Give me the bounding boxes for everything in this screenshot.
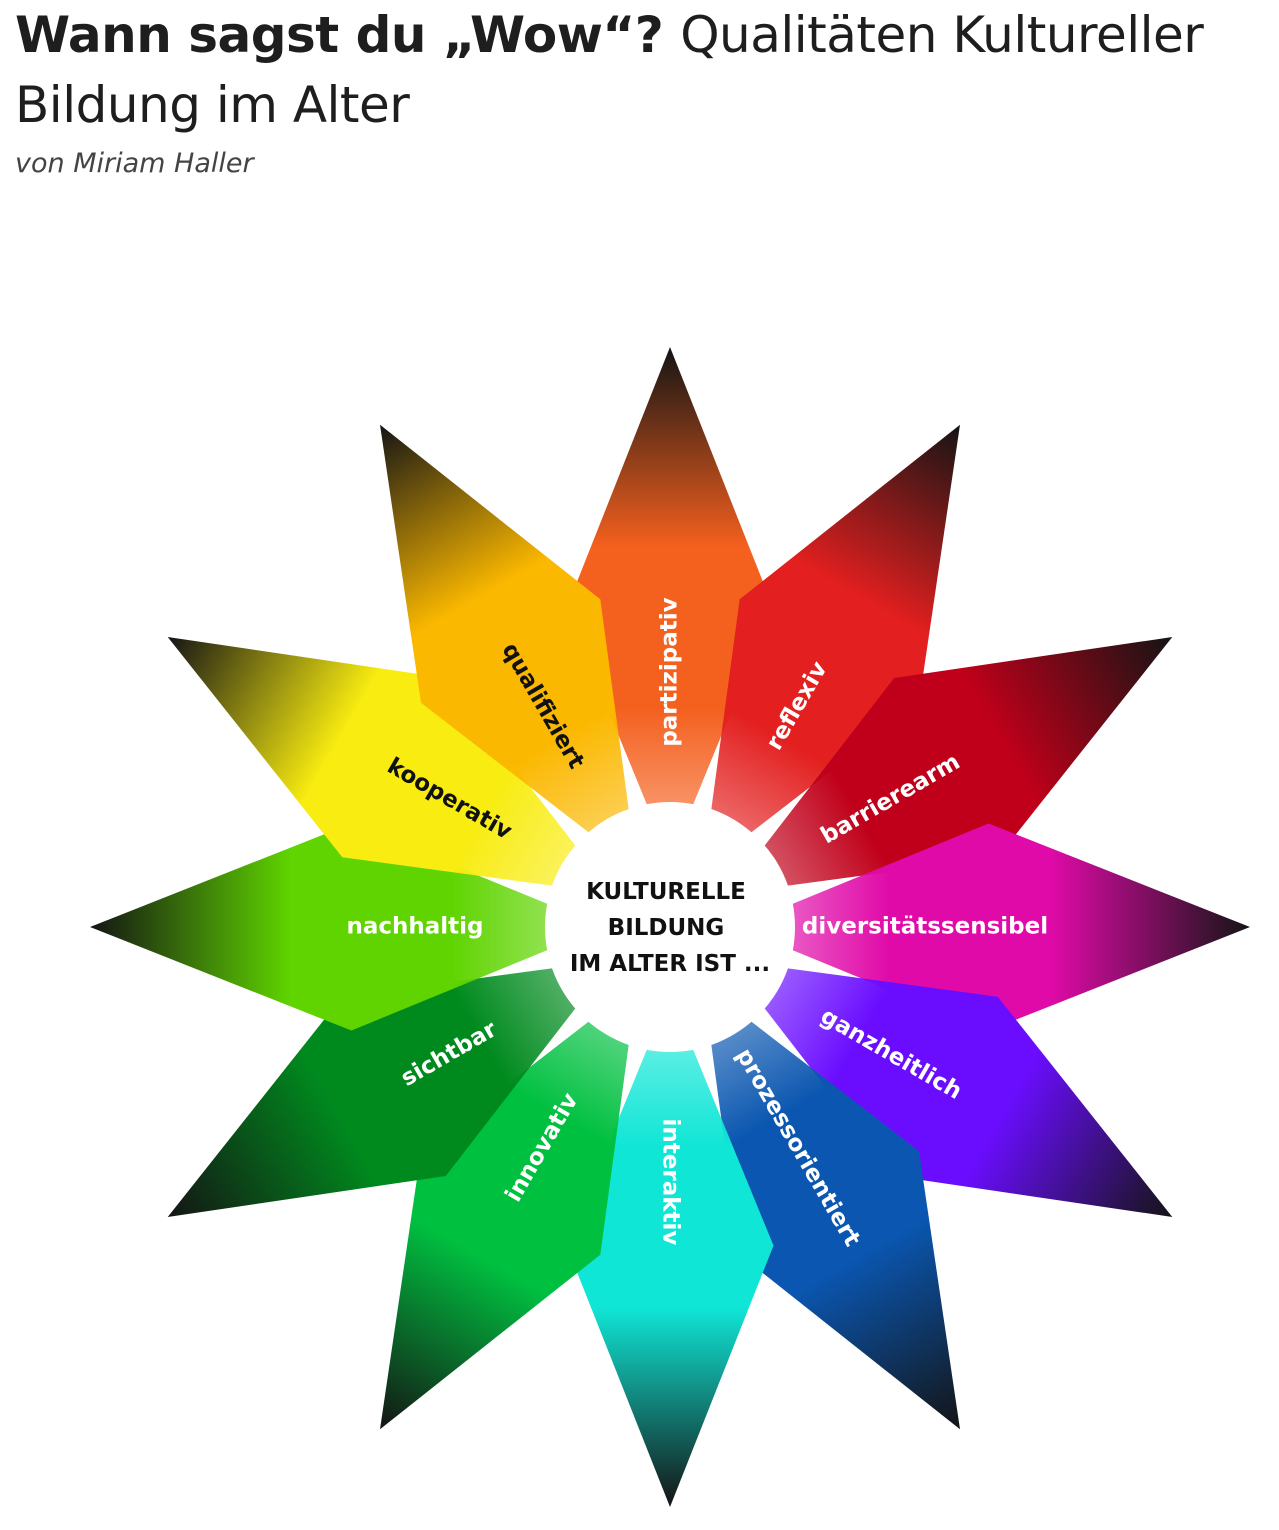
article-header: Wann sagst du „Wow“? Qualitäten Kulturel… xyxy=(15,0,1265,179)
author-byline: von Miriam Haller xyxy=(15,148,254,179)
ray-label-diversitätssensibel: diversitätssensibel xyxy=(802,914,1048,940)
center-line-1: KULTURELLE xyxy=(586,879,746,905)
ray-partizipativ xyxy=(566,347,774,848)
ray-ganzheitlich xyxy=(736,962,1173,1217)
ray-label-interaktiv: interaktiv xyxy=(658,1119,684,1246)
ray-diversitätssensibel xyxy=(749,823,1250,1031)
ray-reflexiv xyxy=(705,424,960,861)
ray-innovativ xyxy=(380,993,635,1430)
ray-sichtbar xyxy=(167,962,604,1217)
ray-prozessorientiert xyxy=(705,993,960,1430)
ray-interaktiv xyxy=(566,1006,774,1507)
center-line-2: BILDUNG xyxy=(608,915,725,941)
ray-label-nachhaltig: nachhaltig xyxy=(346,914,483,940)
title-light-part: Qualitäten Kultureller Bildung im Alter xyxy=(15,6,1204,134)
center-line-3: IM ALTER IST ... xyxy=(570,951,770,977)
title-bold-part: Wann sagst du „Wow“? xyxy=(15,6,664,64)
center-circle xyxy=(545,802,795,1052)
ray-barrierearm xyxy=(736,637,1173,892)
center-text: KULTURELLE BILDUNG IM ALTER IST ... xyxy=(570,879,770,977)
rays-layer xyxy=(90,347,1250,1507)
ray-label-partizipativ: partizipativ xyxy=(657,597,683,746)
ray-nachhaltig xyxy=(90,823,591,1031)
article-title: Wann sagst du „Wow“? Qualitäten Kulturel… xyxy=(15,0,1265,140)
ray-kooperativ xyxy=(167,637,604,892)
ray-qualifiziert xyxy=(380,424,635,861)
